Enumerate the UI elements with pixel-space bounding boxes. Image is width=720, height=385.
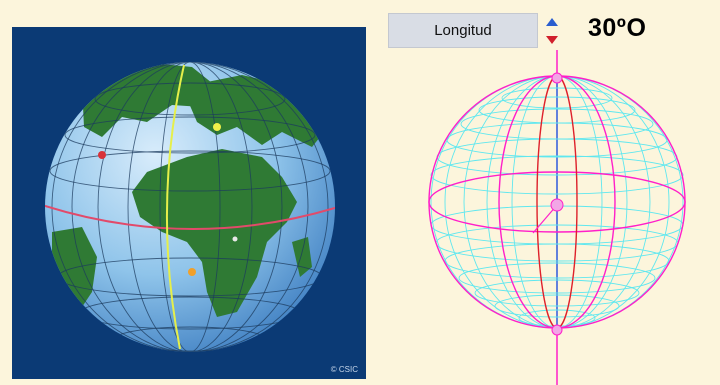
longitude-label: Longitud [434,22,492,39]
south-pole-point [551,324,563,336]
globe-selected-meridian [165,64,185,350]
globe-point-red [98,151,106,159]
longitude-spinner[interactable] [541,13,563,48]
globe-image [45,62,335,352]
globe-point-white [232,236,238,242]
globe-equator-line [45,204,335,230]
spinner-down-button[interactable] [541,31,563,48]
north-pole-point [551,72,563,84]
longitude-value: 30ºO [588,14,647,42]
center-point [550,198,564,212]
globe-longitude-lines [51,62,329,352]
globe-point-yellow [213,123,221,131]
copyright-credit: © CSIC [330,365,358,374]
equator-circle [428,171,686,233]
up-arrow-icon [546,17,558,26]
longitude-selector[interactable]: Longitud [388,13,538,48]
wireframe-sphere [428,50,686,385]
globe-point-orange [188,268,196,276]
globe-image-panel: © CSIC [12,27,366,379]
spinner-up-button[interactable] [541,13,563,30]
down-arrow-icon [546,35,558,44]
